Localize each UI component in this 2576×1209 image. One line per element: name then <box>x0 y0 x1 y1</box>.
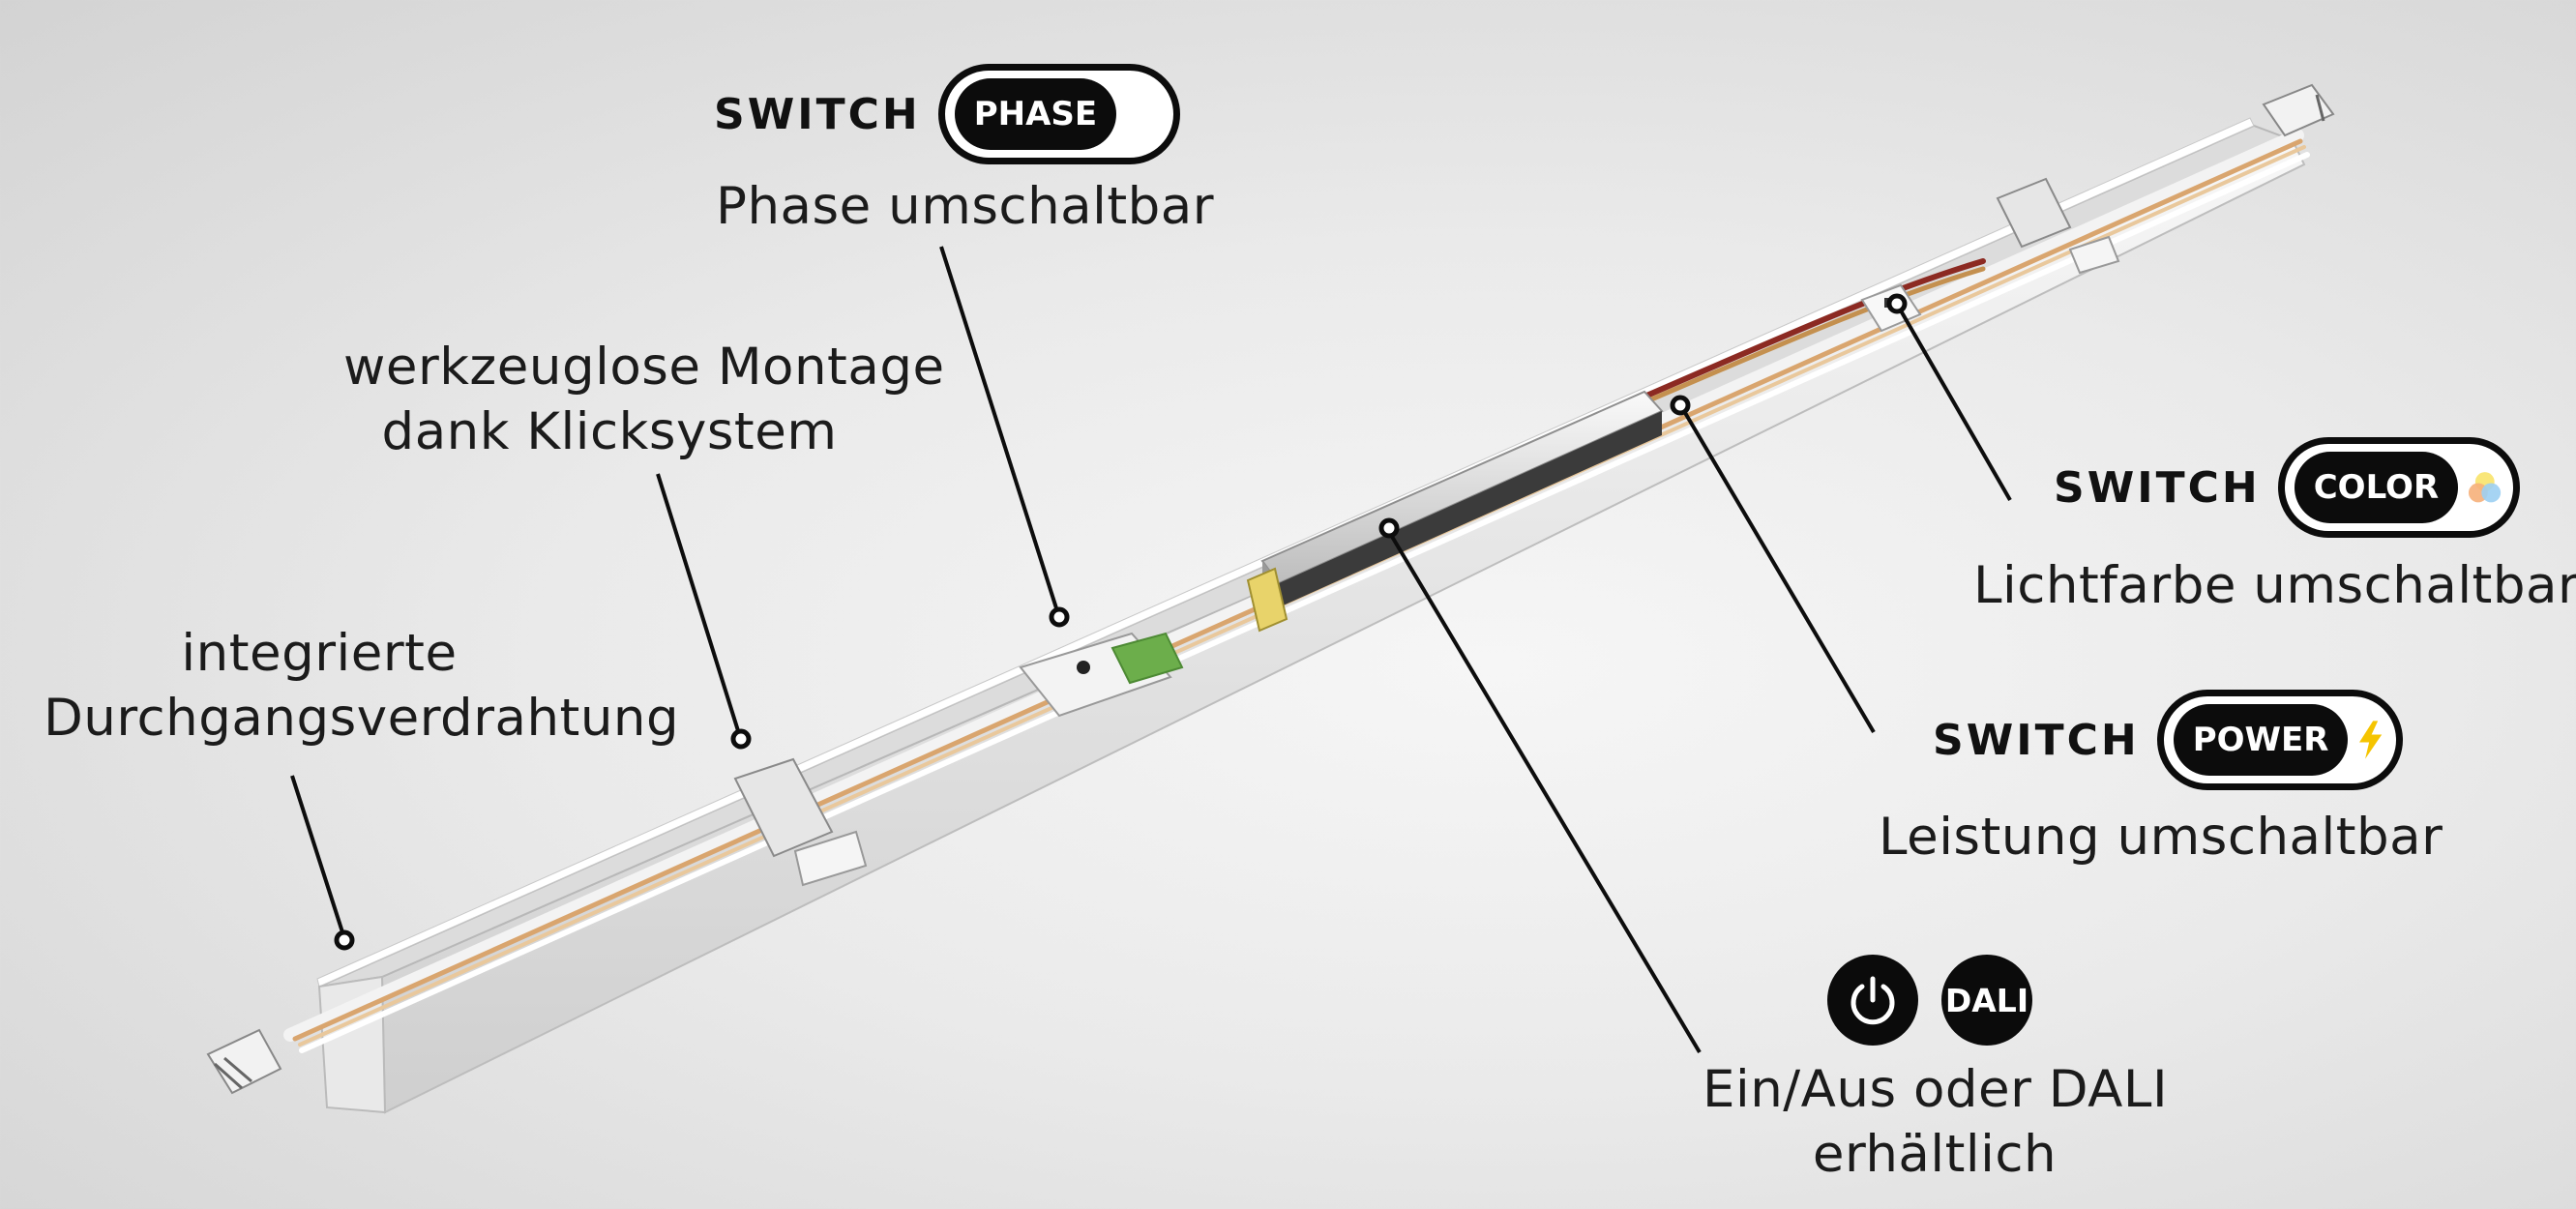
dali-badge-text: DALI <box>1944 981 2029 1019</box>
leader-line-control <box>1386 528 1702 1054</box>
control-caption-line2: erhältlich <box>1812 1125 2058 1184</box>
color-toggle-badge: COLOR <box>2277 437 2520 538</box>
lightning-icon <box>2359 721 2383 759</box>
connector-plug-left <box>206 1028 282 1095</box>
mounting-caption-line1: werkzeuglose Montage <box>343 338 945 397</box>
phase-switch-label: SWITCH <box>714 89 921 139</box>
mounting-clip-right <box>1996 177 2120 275</box>
mounting-caption-line2: dank Klicksystem <box>381 402 838 461</box>
terminal-block <box>1246 567 1288 633</box>
control-caption: Ein/Aus oder DALI erhältlich <box>1703 1057 2169 1187</box>
leader-line-wiring <box>290 775 346 939</box>
wiring-caption: integrierte Durchgangsverdrahtung <box>44 621 680 751</box>
power-badge-text: POWER <box>2173 704 2349 776</box>
marker-dot-power <box>1670 395 1691 416</box>
power-caption: Leistung umschaltbar <box>1879 808 2443 867</box>
control-caption-line1: Ein/Aus oder DALI <box>1703 1060 2169 1119</box>
mounting-clip-left <box>733 757 868 887</box>
color-badge-text: COLOR <box>2294 452 2459 523</box>
power-switch-callout: SWITCH POWER <box>1933 690 2403 790</box>
leader-line-phase <box>939 246 1059 612</box>
marker-dot-color <box>1886 293 1908 314</box>
leader-line-power <box>1679 404 1876 734</box>
power-toggle-badge: POWER <box>2156 690 2403 790</box>
color-switch-label: SWITCH <box>2054 462 2261 513</box>
phase-switch-callout: SWITCH PHASE <box>714 64 1180 164</box>
dali-badge: DALI <box>1941 955 2032 1046</box>
color-caption: Lichtfarbe umschaltbar <box>1973 556 2576 615</box>
wiring-caption-line1: integrierte <box>181 624 458 683</box>
power-switch-label: SWITCH <box>1933 715 2140 765</box>
phase-toggle-badge: PHASE <box>937 64 1180 164</box>
phase-switch-module <box>1019 632 1184 718</box>
phase-badge-text: PHASE <box>954 78 1117 150</box>
phase-caption: Phase umschaltbar <box>716 177 1215 236</box>
connector-plug-right <box>2262 83 2335 137</box>
leader-line-mounting <box>656 473 742 738</box>
mounting-caption: werkzeuglose Montage dank Klicksystem <box>343 335 945 464</box>
leader-line-color <box>1896 305 2012 501</box>
marker-dot-wiring <box>334 929 355 951</box>
power-icon <box>1827 955 1918 1046</box>
marker-dot-mounting <box>730 728 752 750</box>
color-circles-icon <box>2469 472 2502 503</box>
color-switch-callout: SWITCH COLOR <box>2054 437 2520 538</box>
marker-dot-control <box>1378 517 1400 539</box>
marker-dot-phase <box>1049 606 1070 628</box>
wiring-caption-line2: Durchgangsverdrahtung <box>44 689 680 748</box>
